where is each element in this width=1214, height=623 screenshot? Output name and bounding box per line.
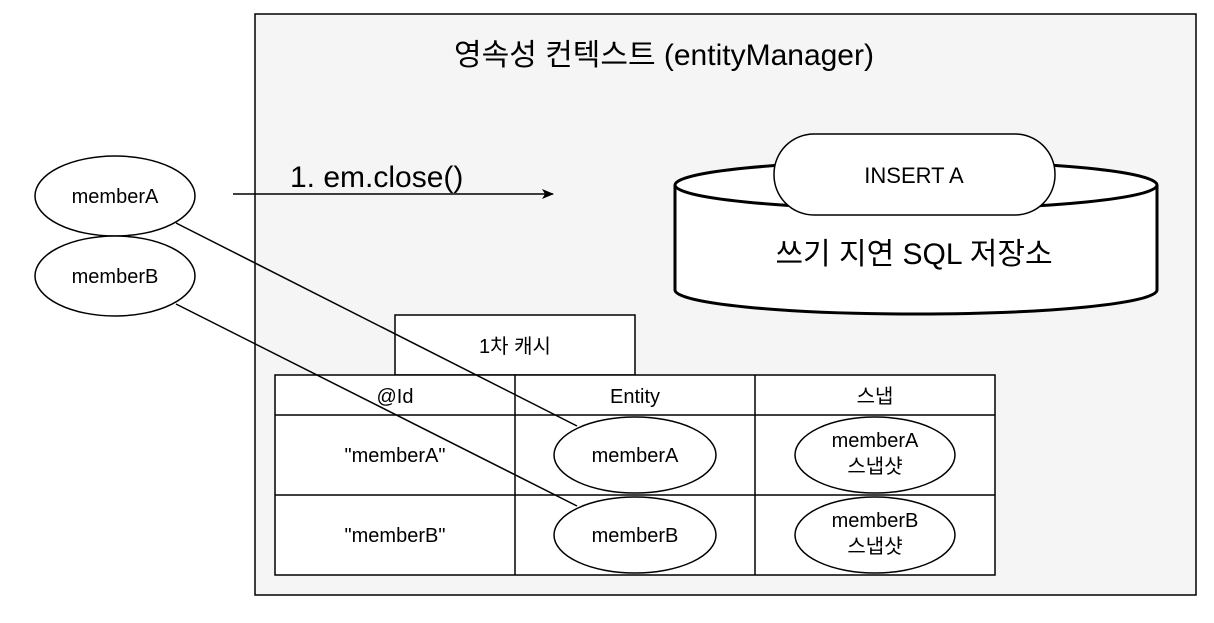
row-a-snapshot-node [794,416,956,494]
row-b-entity-node [553,496,717,574]
row-b-snapshot-node [794,496,956,574]
cache-title-box [394,314,636,376]
row-a-entity-node [553,416,717,494]
sql-store-body [673,185,1159,316]
member-a-reference-line [175,222,578,427]
row-a-id: "memberA" [345,445,446,467]
sql-store-label: 쓰기 지연 SQL 저장소 [775,238,1052,271]
insert-a-query [773,133,1056,216]
external-member-a-label: memberA [72,186,159,208]
cache-table: @Id Entity 스냅 "memberA" memberA memberA … [274,374,996,576]
row-b-snapshot-line1: memberB [832,510,919,532]
external-member-b-node [34,235,196,317]
member-b-reference-line [175,303,578,507]
row-a-snapshot-line1: memberA [832,430,919,452]
row-b-id: "memberB" [345,525,446,547]
row-b-entity-label: memberB [592,525,679,547]
persistence-context-title: 영속성 컨텍스트 (entityManager) [454,39,874,72]
external-member-b-label: memberB [72,266,159,288]
header-id: @Id [377,386,414,408]
em-close-label: 1. em.close() [290,161,463,194]
row-a-snapshot-line2: 스냅샷 [847,455,902,478]
cache-title: 1차 캐시 [479,335,551,358]
insert-a-query-label: INSERT A [864,163,964,188]
row-a-entity-label: memberA [592,445,679,467]
header-entity: Entity [610,386,660,408]
write-behind-sql-store: INSERT A 쓰기 지연 SQL 저장소 [673,133,1159,316]
row-b-snapshot-line2: 스냅샷 [847,535,902,558]
header-snapshot: 스냅 [857,385,894,408]
